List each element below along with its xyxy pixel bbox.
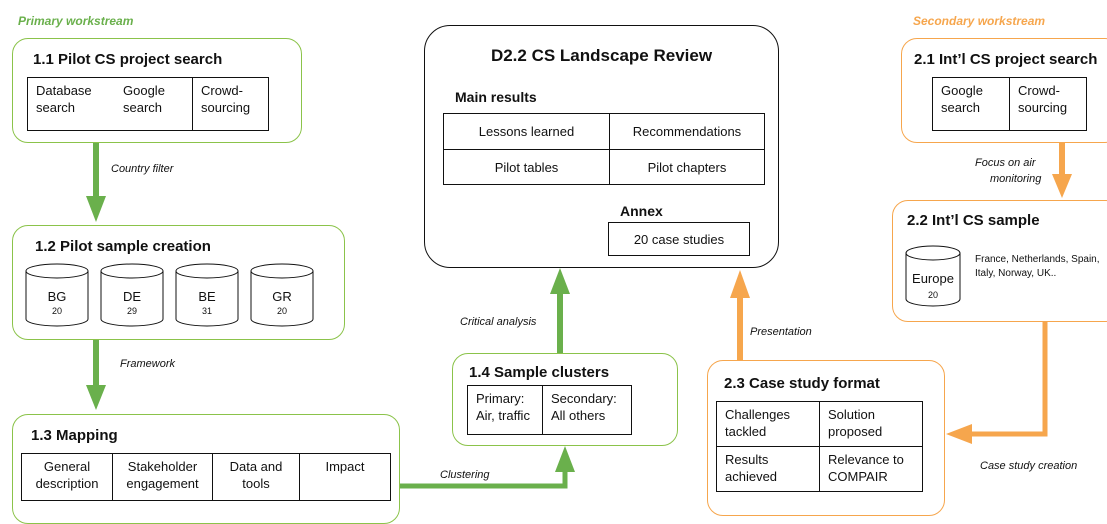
box-title: 1.1 Pilot CS project search [33, 51, 223, 68]
box-title: 2.2 Int’l CS sample [907, 212, 1040, 229]
cell-relevance-to-compair: Relevance to COMPAIR [819, 446, 923, 492]
main-results-heading: Main results [455, 89, 537, 105]
cylinder-count: 20 [276, 306, 287, 316]
box-title: 1.3 Mapping [31, 427, 118, 444]
cylinder-label: BE [198, 289, 216, 304]
annex-heading: Annex [620, 203, 663, 219]
edge-label-clustering: Clustering [440, 469, 490, 481]
cell-solution-proposed: Solution proposed [819, 401, 923, 447]
box-title: 1.2 Pilot sample creation [35, 238, 211, 255]
cell-challenges-tackled: Challenges tackled [716, 401, 820, 447]
edge-label-case-study-creation: Case study creation [980, 460, 1078, 472]
europe-cylinder: Europe 20 [905, 245, 961, 307]
cylinder-label: GR [272, 289, 292, 304]
box-d22-landscape-review: D2.2 CS Landscape Review Main results Le… [424, 25, 779, 268]
cell-results-achieved: Results achieved [716, 446, 820, 492]
cell-crowd-sourcing: Crowd-sourcing [192, 77, 269, 131]
cell-crowd-sourcing: Crowd-sourcing [1009, 77, 1087, 131]
arrow-2-3-to-d22 [730, 270, 750, 360]
arrow-1-2-to-1-3 [86, 340, 106, 410]
edge-label-presentation: Presentation [750, 326, 812, 338]
arrow-1-4-to-d22 [550, 268, 570, 354]
cell-general-description: General description [21, 453, 113, 501]
edge-label-critical-analysis: Critical analysis [460, 316, 537, 328]
cell-google-search: Google search [932, 77, 1010, 131]
cell-data-and-tools: Data and tools [212, 453, 300, 501]
box-title: 1.4 Sample clusters [469, 364, 610, 381]
arrow-1-3-to-1-4 [400, 446, 575, 489]
sample-cylinder-gr: GR 20 [250, 263, 314, 327]
edge-label-focus-air-line2: monitoring [990, 173, 1042, 185]
cell-stakeholder-engagement: Stakeholder engagement [112, 453, 213, 501]
box-title: 2.1 Int’l CS project search [914, 51, 1098, 68]
primary-workstream-label: Primary workstream [18, 14, 134, 28]
arrow-1-1-to-1-2 [86, 143, 106, 222]
cylinder-label: Europe [912, 271, 954, 286]
arrow-2-2-to-2-3 [946, 322, 1048, 444]
box-title: D2.2 CS Landscape Review [490, 46, 713, 65]
secondary-workstream-label: Secondary workstream [913, 14, 1046, 28]
cylinder-count: 29 [126, 306, 137, 316]
sample-cylinder-be: BE 31 [175, 263, 239, 327]
edge-label-focus-air-line1: Focus on air [975, 157, 1036, 169]
cylinder-label: BG [47, 289, 67, 304]
box-pilot-project-search: 1.1 Pilot CS project search Database sea… [12, 38, 302, 143]
cell-pilot-tables: Pilot tables [443, 149, 610, 185]
edge-label-country-filter: Country filter [111, 163, 174, 175]
sample-cylinder-de: DE 29 [100, 263, 164, 327]
box-title: 2.3 Case study format [724, 375, 880, 392]
cylinder-count: 31 [201, 306, 212, 316]
box-case-study-format: 2.3 Case study format Challenges tackled… [707, 360, 945, 516]
cell-database-search: Database search [27, 77, 116, 131]
connector-arrows [86, 143, 1072, 489]
country-list: France, Netherlands, Spain, Italy, Norwa… [975, 254, 1100, 279]
cell-google-search: Google search [115, 77, 193, 131]
cylinder-count: 20 [927, 290, 938, 300]
cell-20-case-studies: 20 case studies [608, 222, 750, 256]
box-mapping: 1.3 Mapping General description Stakehol… [12, 414, 400, 524]
cell-impact: Impact [299, 453, 391, 501]
box-intl-project-search: 2.1 Int’l CS project search Google searc… [901, 38, 1107, 143]
cylinder-label: DE [122, 289, 142, 304]
cell-secondary-cluster: Secondary: All others [542, 385, 632, 435]
sample-cylinder-bg: BG 20 [25, 263, 89, 327]
cell-lessons-learned: Lessons learned [443, 113, 610, 150]
cylinder-count: 20 [51, 306, 62, 316]
cell-primary-cluster: Primary: Air, traffic [467, 385, 543, 435]
cell-recommendations: Recommendations [609, 113, 765, 150]
cell-pilot-chapters: Pilot chapters [609, 149, 765, 185]
arrow-2-1-to-2-2 [1052, 143, 1072, 198]
edge-label-framework: Framework [120, 358, 176, 370]
box-sample-clusters: 1.4 Sample clusters Primary: Air, traffi… [452, 353, 678, 446]
